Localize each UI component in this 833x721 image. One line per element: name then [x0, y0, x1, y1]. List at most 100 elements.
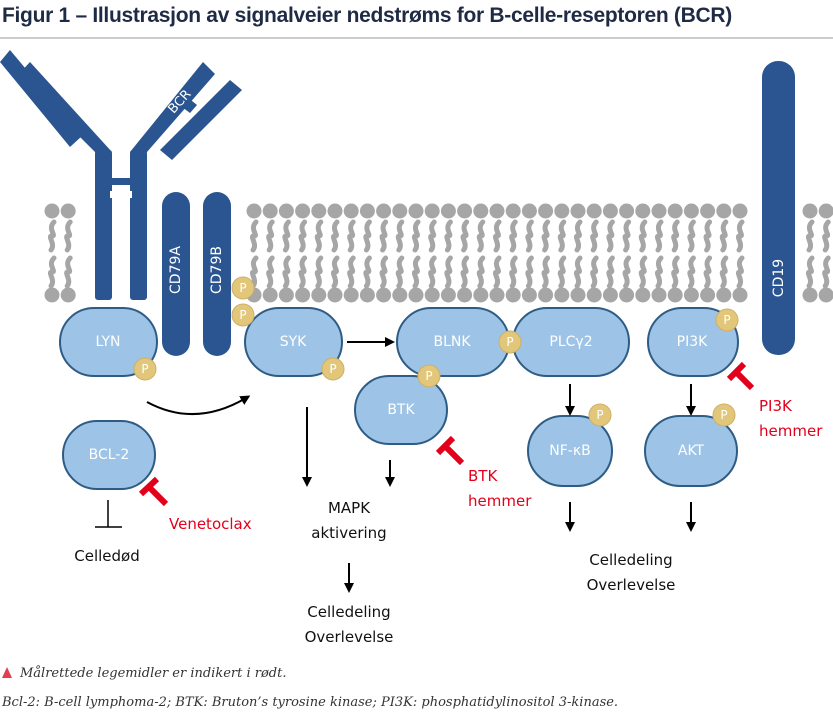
lipid — [538, 203, 554, 303]
svg-text:P: P — [596, 408, 603, 422]
svg-text:P: P — [720, 408, 727, 422]
left-outcome-line2: Overlevelse — [305, 628, 394, 646]
btk-label: BTK — [387, 402, 415, 418]
lipid — [651, 203, 667, 303]
lipid — [586, 203, 602, 303]
lipid — [343, 203, 359, 303]
mapk-label-line1: MAPK — [328, 499, 371, 517]
svg-text:P: P — [329, 362, 336, 376]
bcl2-label: BCL-2 — [89, 447, 130, 463]
akt-label: AKT — [678, 443, 705, 459]
celledod-label: Celledød — [74, 547, 140, 565]
venetoclax-inhibitor-icon — [138, 476, 169, 507]
lipid — [262, 203, 278, 303]
phospho-lyn: P — [133, 357, 157, 381]
node-pi3k: PI3K — [647, 307, 739, 377]
pi3k-inhibitor-label-line2: hemmer — [759, 422, 823, 440]
blnk-label: BLNK — [433, 334, 471, 350]
svg-text:P: P — [239, 281, 246, 295]
lipid — [295, 203, 311, 303]
lipid — [44, 203, 60, 303]
lipid — [359, 203, 375, 303]
cd79b-receptor: CD79B — [203, 192, 231, 356]
node-btk: BTK — [354, 375, 448, 445]
cd79b-label: CD79B — [209, 246, 225, 294]
svg-text:P: P — [425, 369, 432, 383]
svg-text:P: P — [239, 308, 246, 322]
node-syk: SYK — [244, 307, 343, 377]
mapk-label-line2: aktivering — [311, 524, 386, 542]
cd79a-receptor: CD79A — [162, 192, 190, 356]
lipid — [408, 203, 424, 303]
title-divider — [0, 37, 833, 39]
cd19-label: CD19 — [771, 259, 787, 297]
phospho-pi3k: P — [715, 308, 739, 332]
lipid — [489, 203, 505, 303]
lipid — [683, 203, 699, 303]
lipid — [802, 203, 818, 303]
node-bcl2: BCL-2 — [62, 420, 156, 490]
svg-text:P: P — [506, 335, 513, 349]
lyn-label: LYN — [96, 334, 121, 350]
node-plcg2: PLCγ2 — [512, 307, 630, 377]
lipid — [457, 203, 473, 303]
phospho-akt: P — [712, 403, 736, 427]
lipid — [440, 203, 456, 303]
right-outcome-line2: Overlevelse — [587, 576, 676, 594]
node-nfkb: NF-κB — [527, 415, 613, 487]
lipid — [818, 203, 833, 303]
lipid — [554, 203, 570, 303]
lipid — [392, 203, 408, 303]
lipid — [473, 203, 489, 303]
bcr-receptor: BCR — [0, 50, 242, 300]
nfkb-label: NF-κB — [549, 443, 590, 459]
legend-text: Målrettede legemidler er indikert i rødt… — [20, 666, 287, 681]
btk-inhibitor-icon — [435, 435, 465, 466]
lipid — [732, 203, 748, 303]
lipid — [278, 203, 294, 303]
left-outcome-line1: Celledeling — [307, 603, 390, 621]
phospho-blnk-plcg2: P — [498, 330, 522, 354]
svg-text:P: P — [723, 313, 730, 327]
lipid — [505, 203, 521, 303]
cd79a-label: CD79A — [168, 246, 184, 294]
svg-text:P: P — [141, 362, 148, 376]
lipid — [327, 203, 343, 303]
abbreviations: Bcl-2: B-cell lymphoma-2; BTK: Bruton’s … — [2, 695, 619, 710]
cell-membrane — [44, 203, 833, 303]
arrow-lyn-to-syk — [146, 395, 251, 416]
venetoclax-label: Venetoclax — [169, 515, 252, 533]
lipid — [521, 203, 537, 303]
figure-title: Figur 1 – Illustrasjon av signalveier ne… — [2, 4, 732, 27]
lipid — [311, 203, 327, 303]
pi3k-inhibitor-label-line1: PI3K — [759, 397, 793, 415]
lipid — [619, 203, 635, 303]
cd19-receptor: CD19 — [762, 61, 795, 355]
pi3k-label: PI3K — [677, 334, 708, 350]
lipid — [60, 203, 76, 303]
lipid — [570, 203, 586, 303]
node-akt: AKT — [644, 415, 738, 487]
lipid — [700, 203, 716, 303]
lipid — [716, 203, 732, 303]
lipid — [635, 203, 651, 303]
phospho-blnk-btk: P — [417, 364, 441, 388]
lipid — [424, 203, 440, 303]
phospho-cd79b-upper: P — [231, 276, 255, 300]
phospho-syk: P — [321, 357, 345, 381]
btk-inhibitor-label-line2: hemmer — [468, 492, 532, 510]
phospho-cd79b-lower: P — [231, 303, 255, 327]
phospho-nfkb: P — [588, 403, 612, 427]
node-blnk: BLNK — [396, 307, 510, 377]
right-outcome-line1: Celledeling — [589, 551, 672, 569]
red-triangle-icon — [2, 667, 12, 678]
syk-label: SYK — [280, 334, 307, 350]
lipid — [376, 203, 392, 303]
pi3k-inhibitor-icon — [726, 361, 755, 391]
lipid — [667, 203, 683, 303]
lipid — [602, 203, 618, 303]
legend-note: Målrettede legemidler er indikert i rødt… — [2, 666, 287, 681]
node-lyn: LYN — [59, 307, 158, 377]
plcg2-label: PLCγ2 — [549, 334, 592, 350]
btk-inhibitor-label-line1: BTK — [468, 467, 498, 485]
